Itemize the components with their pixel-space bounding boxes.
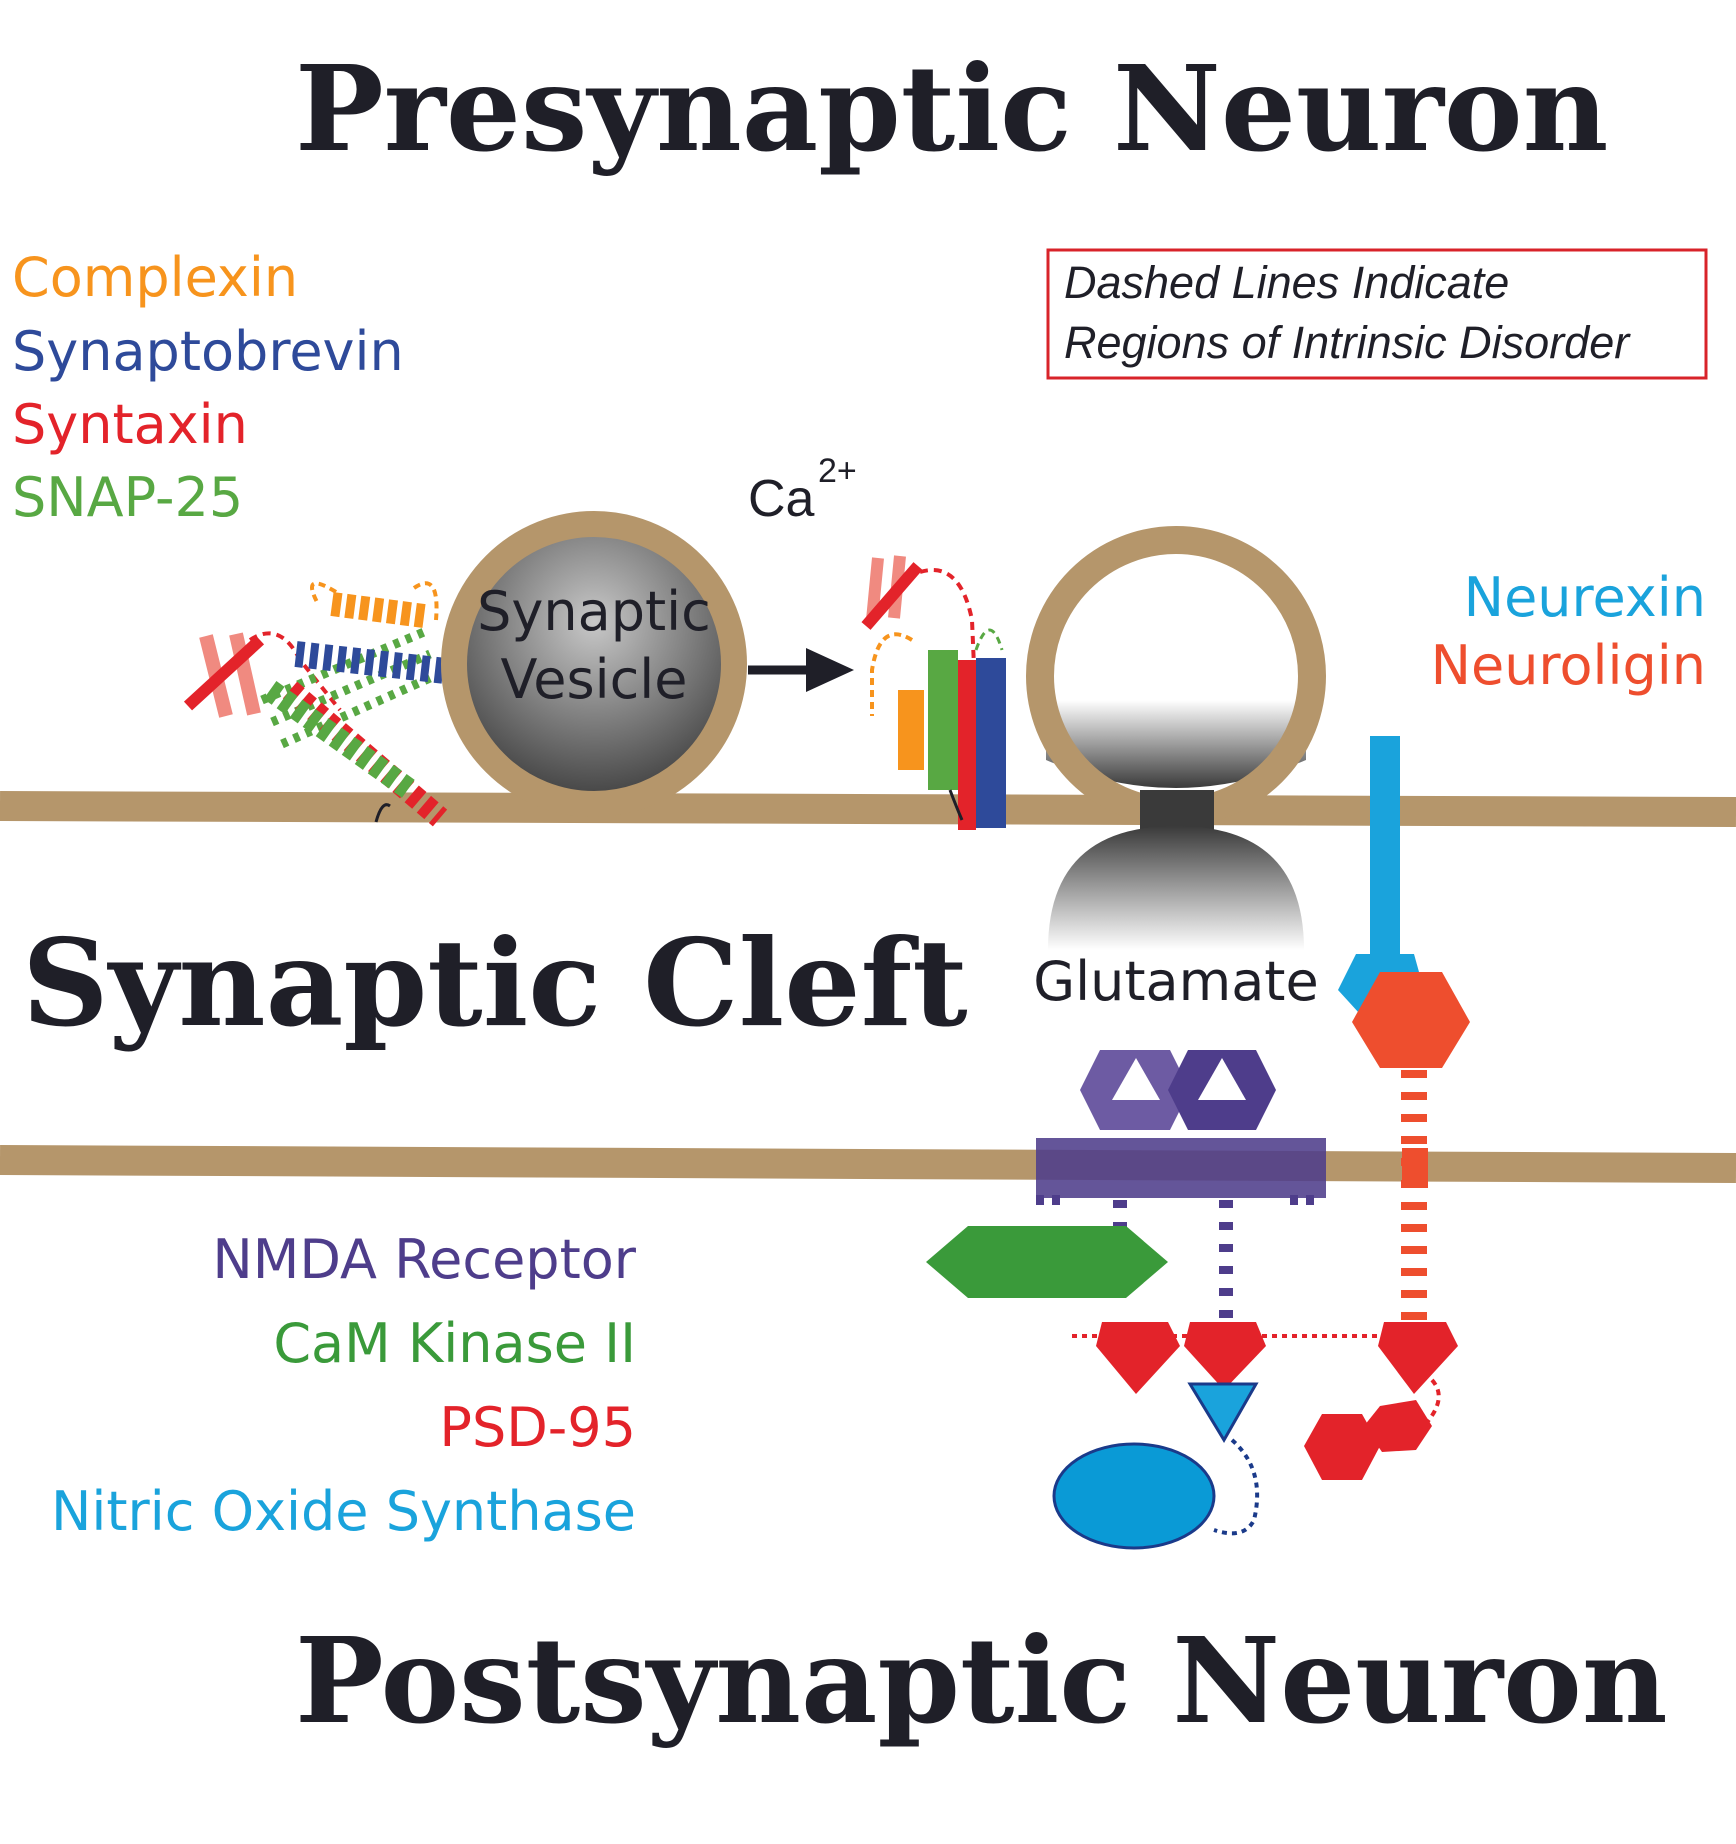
vesicle-label-line2: Vesicle	[500, 648, 687, 711]
nos-pdz	[1187, 1382, 1259, 1443]
synaptobrevin-bundle	[976, 658, 1006, 828]
presynaptic-legend: Complexin Synaptobrevin Syntaxin SNAP-25	[12, 246, 404, 529]
transition-arrow	[748, 648, 854, 692]
syntaxin-helix-short	[183, 635, 265, 711]
snare-complex-zippered	[861, 555, 1006, 830]
synaptic-vesicle: Synaptic Vesicle	[441, 511, 747, 817]
legend-synaptobrevin: Synaptobrevin	[12, 320, 404, 383]
nmda-ligand-site-right	[1198, 1058, 1246, 1100]
nos-disordered-linker	[1213, 1438, 1260, 1536]
presynaptic-title: Presynaptic Neuron	[295, 39, 1608, 178]
fusing-vesicle-content	[1046, 700, 1306, 788]
psd95-pdz2	[1184, 1322, 1266, 1390]
snap25-anchor	[948, 789, 964, 821]
snap25-diagonal-helix	[263, 681, 417, 799]
complexin-helix	[330, 592, 426, 628]
legend-snap-25: SNAP-25	[12, 466, 243, 529]
presynaptic-membrane	[0, 791, 1736, 827]
fusing-vesicle: Glutamate	[1026, 526, 1326, 1013]
nos-body	[1052, 1442, 1216, 1550]
legend-syntaxin: Syntaxin	[12, 393, 248, 456]
legend-cam-kinase-ii: CaM Kinase II	[273, 1312, 636, 1375]
legend-neuroligin: Neuroligin	[1431, 634, 1706, 697]
complexin-disordered-2	[870, 632, 914, 716]
calcium-symbol: Ca	[748, 470, 815, 528]
nmda-ligand-site-left	[1112, 1058, 1160, 1100]
neurexin-stalk	[1370, 736, 1400, 956]
snap25-bundle	[928, 650, 958, 790]
synaptic-cleft-title: Synaptic Cleft	[22, 913, 968, 1054]
calcium-label: Ca 2+	[748, 452, 857, 528]
snap25-loop	[974, 628, 1004, 651]
nmda-tm-domain	[1036, 1138, 1326, 1198]
note-border	[1046, 248, 1708, 380]
psd95-pdz3	[1378, 1322, 1458, 1394]
neuroligin-head	[1352, 972, 1470, 1068]
psd95-pdz1	[1096, 1322, 1180, 1394]
disorder-note: Dashed Lines Indicate Regions of Intrins…	[1046, 248, 1708, 380]
legend-neurexin: Neurexin	[1464, 566, 1706, 629]
postsynaptic-legend: NMDA Receptor CaM Kinase II PSD-95 Nitri…	[51, 1228, 637, 1543]
postsynaptic-membrane	[0, 1145, 1736, 1183]
snare-complex-docked	[183, 581, 474, 827]
neuroligin	[1352, 972, 1470, 1340]
complexin-disordered-tail	[310, 581, 439, 621]
camkii-hexagon	[926, 1226, 1168, 1298]
legend-nmda-receptor: NMDA Receptor	[212, 1228, 636, 1291]
glutamate-label: Glutamate	[1033, 950, 1318, 1013]
legend-complexin: Complexin	[12, 246, 298, 309]
vesicle-label-line1: Synaptic	[477, 580, 711, 643]
psd95-tail	[1418, 1378, 1441, 1432]
calcium-charge: 2+	[818, 452, 857, 490]
note-line-1: Dashed Lines Indicate	[1064, 257, 1509, 308]
syntaxin-short-helix-2	[861, 562, 923, 630]
nitric-oxide-synthase	[1052, 1382, 1260, 1550]
postsynaptic-title: Postsynaptic Neuron	[295, 1611, 1668, 1750]
psd95-sh3	[1364, 1400, 1432, 1452]
adhesion-legend: Neurexin Neuroligin	[1431, 566, 1706, 697]
psd95-guk	[1304, 1414, 1380, 1480]
note-line-2: Regions of Intrinsic Disorder	[1064, 317, 1631, 368]
snap25-linker	[374, 803, 391, 823]
complexin-helix-2	[898, 690, 924, 770]
legend-nitric-oxide-synthase: Nitric Oxide Synthase	[51, 1480, 636, 1543]
psd95-scaffold	[1072, 1322, 1458, 1480]
legend-psd-95: PSD-95	[439, 1396, 636, 1459]
vesicle-membrane	[441, 511, 747, 817]
syntaxin-bundle	[958, 660, 976, 830]
glutamate-cloud	[1048, 826, 1304, 950]
nmda-receptor	[1036, 1050, 1326, 1330]
neuroligin-tm	[1402, 1148, 1428, 1188]
